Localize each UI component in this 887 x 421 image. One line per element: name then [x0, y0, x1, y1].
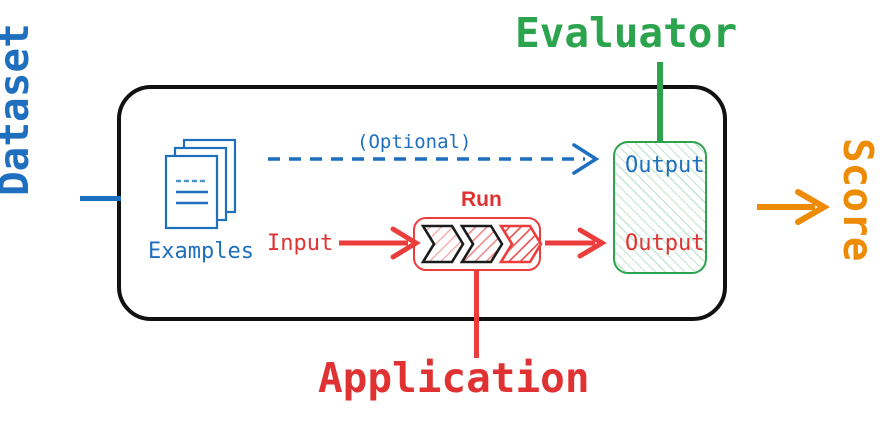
dataset-connector-line [80, 196, 121, 201]
output-generated-label: Output [625, 231, 705, 256]
evaluator-label: Evaluator [515, 9, 738, 57]
application-label: Application [318, 354, 590, 402]
pipeline-container [117, 85, 727, 321]
application-connector-line [474, 270, 479, 358]
score-arrow [757, 189, 831, 225]
run-label: Run [461, 188, 502, 211]
examples-label: Examples [148, 239, 254, 264]
input-label: Input [267, 231, 334, 256]
dataset-label: Dataset [0, 23, 38, 196]
output-reference-label: Output [625, 153, 705, 178]
evaluator-output-box [613, 141, 707, 274]
evaluator-connector-line [657, 62, 663, 142]
score-label: Score [834, 138, 882, 262]
optional-label: (Optional) [357, 131, 472, 153]
run-box [413, 217, 541, 271]
